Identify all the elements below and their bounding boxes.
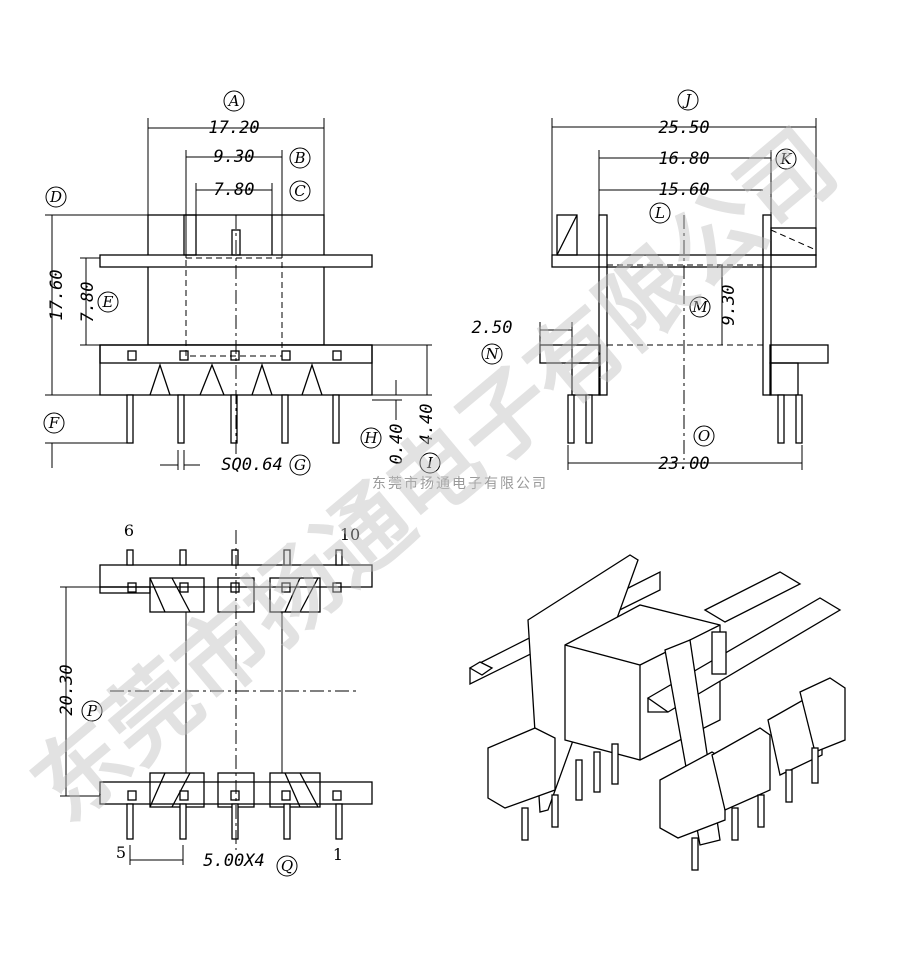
watermark-small-text: 东莞市扬通电子有限公司 [372,475,548,492]
callout-letter-n: N [484,345,499,363]
callout-letter-q: Q [281,857,293,875]
callout-letter-o: O [698,427,710,445]
dimension-k-value: 16.80 [658,149,709,169]
pin-number-10: 10 [340,525,360,544]
dimension-c-value: 7.80 [214,180,255,200]
dimension-b-value: 9.30 [214,147,255,167]
dimension-l-value: 15.60 [658,180,709,200]
callout-letter-l: L [654,204,665,222]
dimension-p-value: 20.30 [57,664,77,715]
watermark-large-text: 东莞市扬通电子有限公司 [13,110,857,842]
dimension-m-value: 9.30 [719,285,739,326]
callout-letter-c: C [294,182,306,200]
callout-letter-d: D [49,188,62,206]
callout-letter-g: G [294,456,306,474]
dimension-e-value: 7.80 [78,282,98,323]
callout-letter-h: H [363,429,378,447]
callout-letter-f: F [48,414,60,432]
callout-letter-e: E [102,293,114,311]
pin-number-1: 1 [333,845,343,864]
callout-letter-j: J [682,91,692,109]
callout-letter-b: B [293,149,305,167]
callout-letter-m: M [691,298,708,316]
pin-number-5: 5 [116,843,126,862]
dimension-g-value: SQ0.64 [221,455,282,475]
callout-letter-a: A [227,92,240,110]
dimension-d-value: 17.60 [47,269,67,320]
front-view [45,118,432,470]
pin-number-6: 6 [124,521,134,540]
dimension-q-value: 5.00X4 [203,851,264,871]
isometric-view [468,554,846,871]
dimension-a-value: 17.20 [208,118,259,138]
bottom-view [60,530,373,865]
callout-letter-p: P [86,702,98,720]
dimension-n-value: 2.50 [472,318,513,338]
dimension-o-value: 23.00 [658,454,709,474]
dimension-labels: A 17.20 B 9.30 C 7.80 D 17.60 E 7.80 F S… [43,89,797,877]
side-view [539,118,829,470]
dimension-j-value: 25.50 [658,118,709,138]
dimension-i-value: 4.40 [417,404,437,445]
callout-circle-a [223,90,245,112]
callout-letter-k: K [779,150,792,168]
callout-letter-i: I [426,454,434,472]
dimension-h-value: 0.40 [387,424,407,465]
